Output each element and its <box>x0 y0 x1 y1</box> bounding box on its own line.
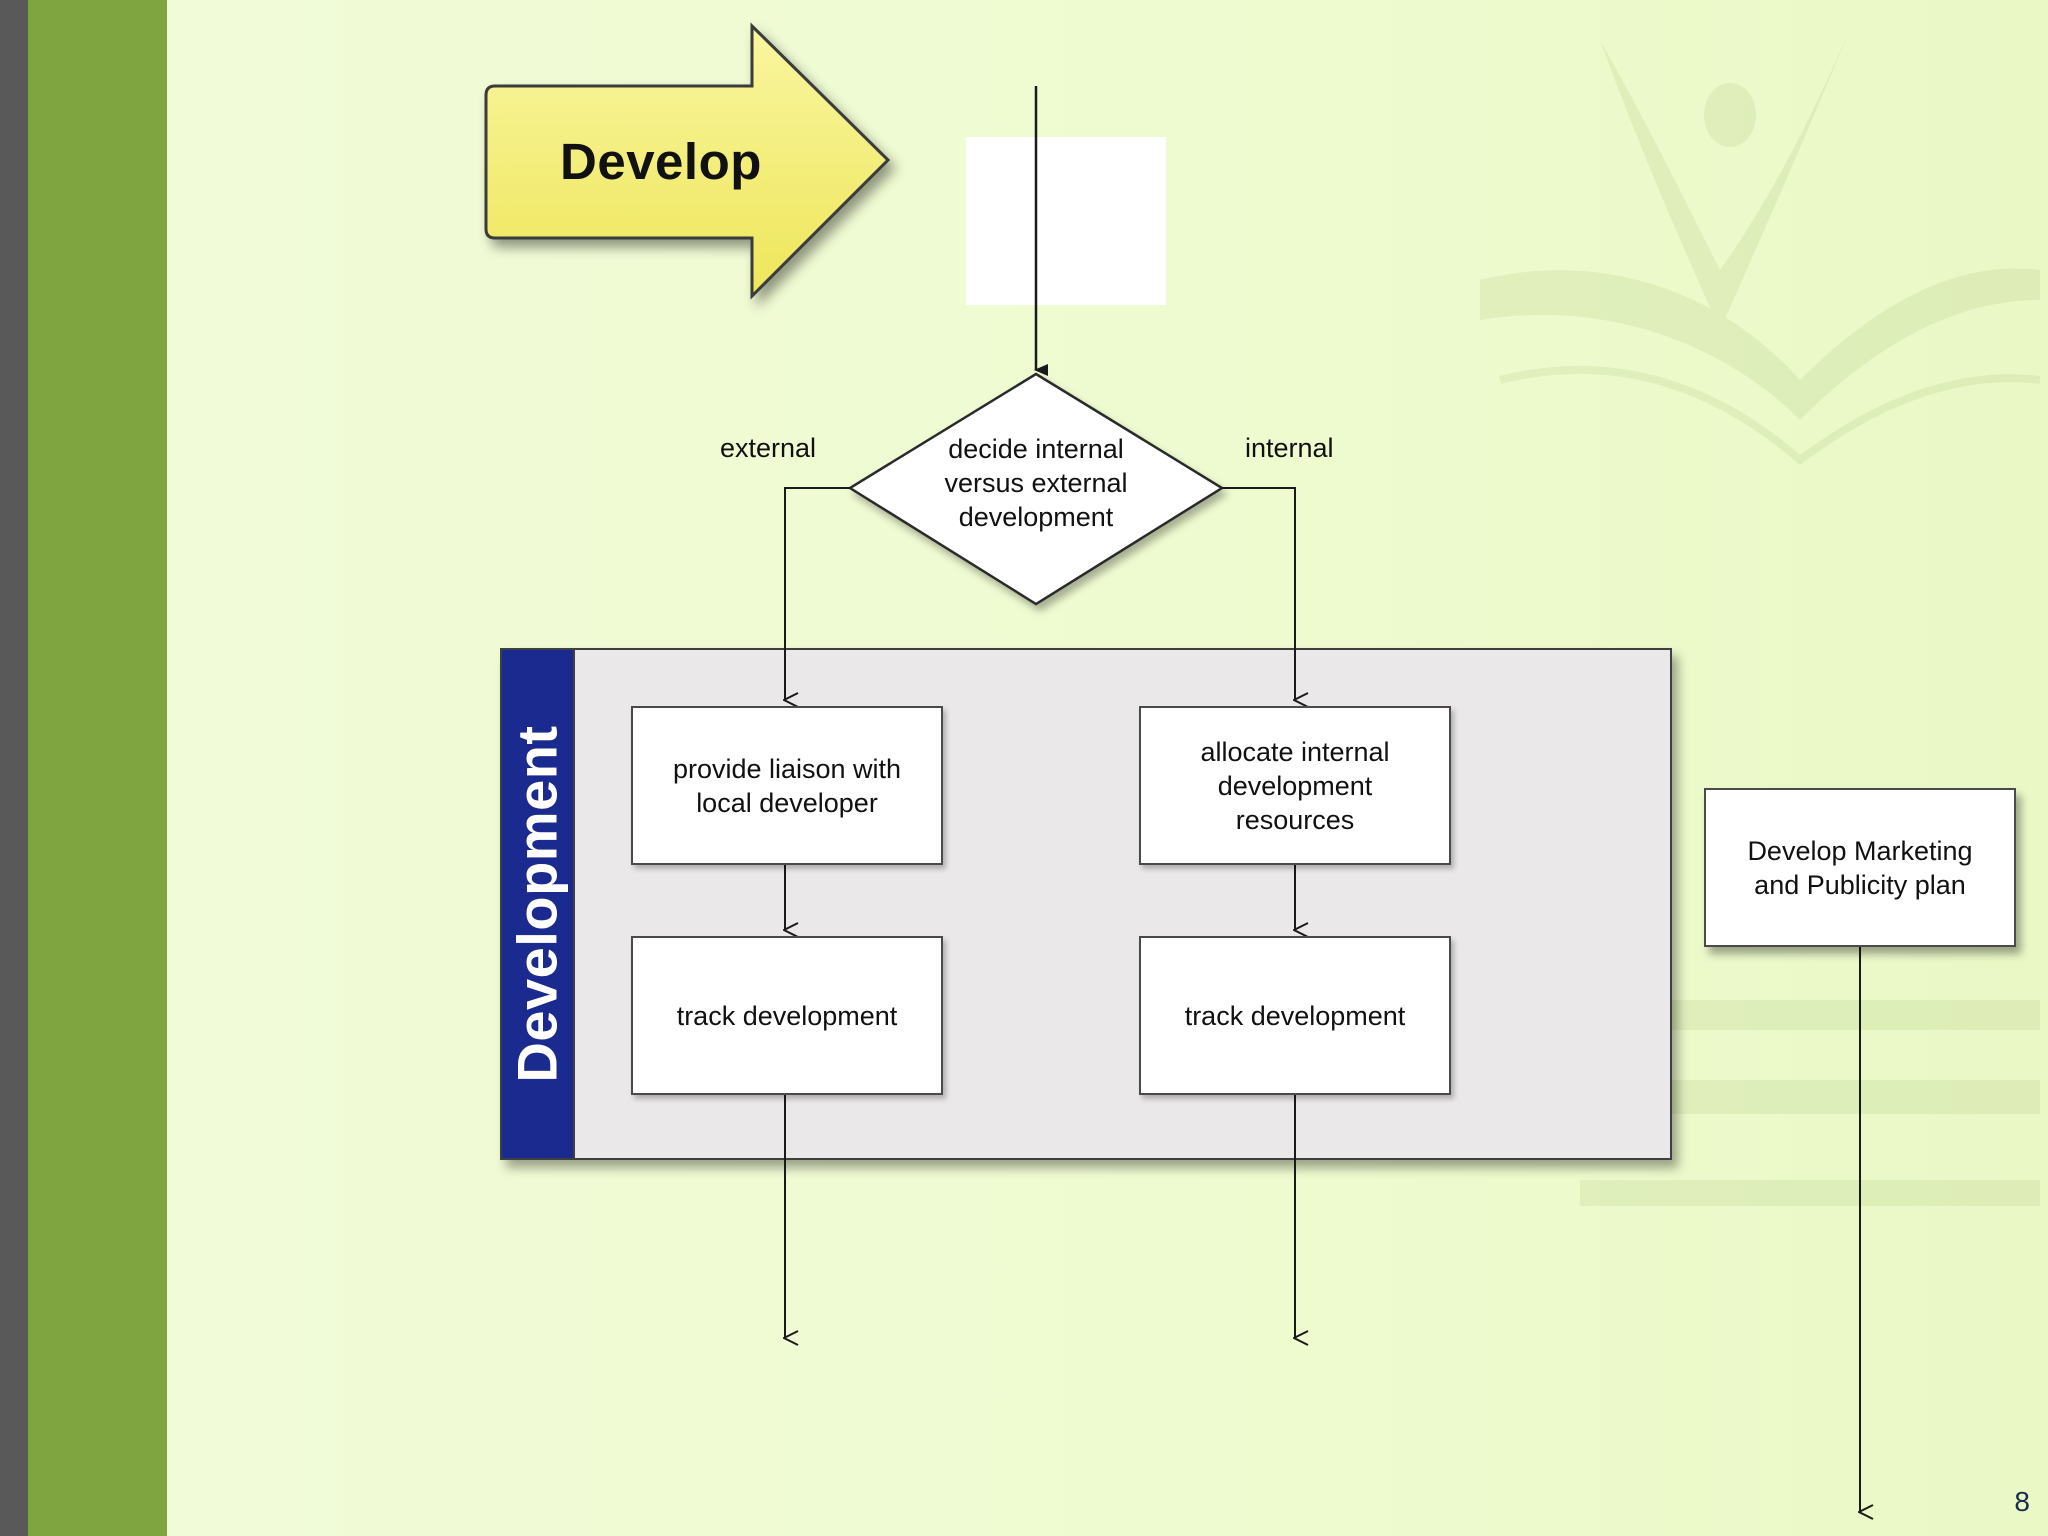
external-branch-label: external <box>720 433 817 463</box>
allocate-box-text: allocate internal development resources <box>1200 736 1390 835</box>
blank-placeholder <box>966 137 1166 305</box>
liaison-box-text: provide liaison with local developer <box>672 753 902 818</box>
swimlane-header <box>500 648 575 1160</box>
internal-branch-connector <box>1222 487 1295 700</box>
decision-label: decide internal versus external developm… <box>944 434 1128 532</box>
track-right-box-text: track development <box>1184 1000 1406 1031</box>
left-green-sidebar <box>28 0 167 1536</box>
track-left-box-text: track development <box>676 1000 898 1031</box>
internal-branch-label: internal <box>1245 433 1334 463</box>
track-development-right-box: track development <box>1139 936 1451 1095</box>
track-development-left-box: track development <box>631 936 943 1095</box>
external-branch-connector <box>785 487 850 700</box>
marketing-box-text: Develop Marketing and Publicity plan <box>1747 835 1973 900</box>
left-dark-stripe <box>0 0 28 1536</box>
page-number: 8 <box>2014 1486 2030 1517</box>
allocate-box: allocate internal development resources <box>1139 706 1451 865</box>
develop-banner-label: Develop <box>560 133 762 190</box>
decision-diamond <box>847 372 1225 606</box>
liaison-box: provide liaison with local developer <box>631 706 943 865</box>
marketing-plan-box: Develop Marketing and Publicity plan <box>1704 788 2016 947</box>
